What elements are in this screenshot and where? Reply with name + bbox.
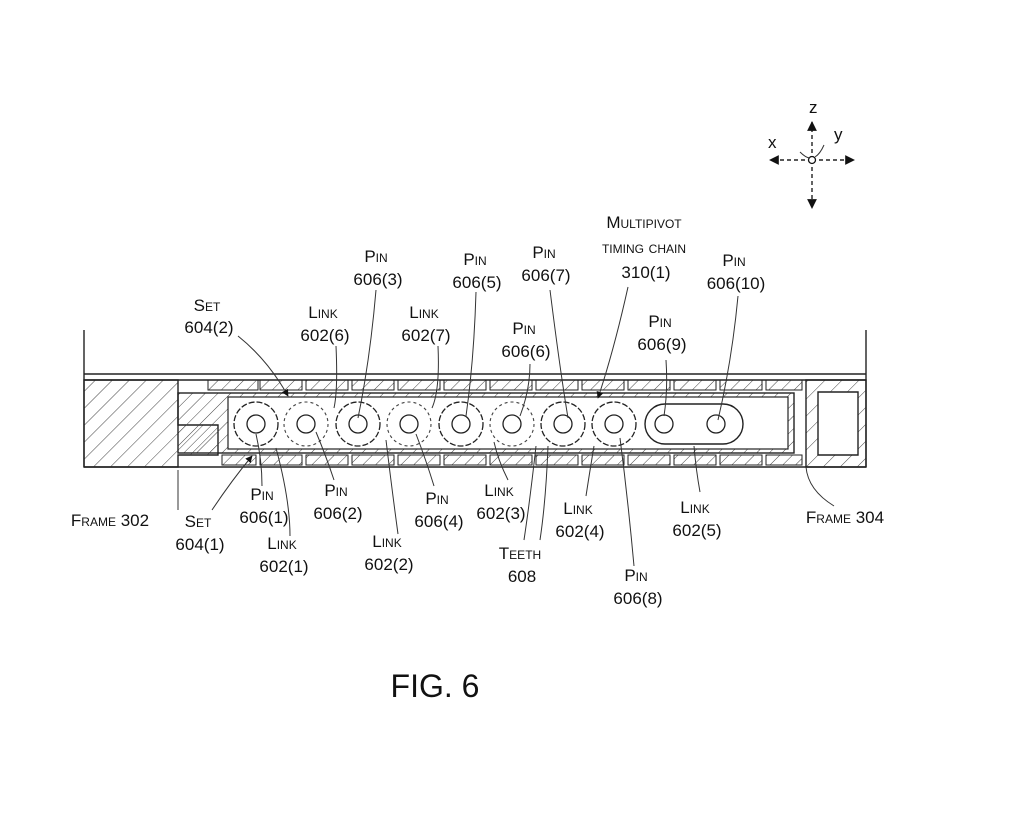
frame-304-body (805, 379, 867, 468)
gear-8 (591, 401, 637, 447)
gear-3 (335, 401, 381, 447)
axis-x-label: x (768, 133, 777, 152)
gear-6 (489, 401, 535, 447)
label-pin-606-8: Pin 606(8) (613, 566, 662, 608)
top-plates (207, 379, 803, 391)
gear-1 (233, 401, 279, 447)
label-frame-302: Frame 302 (71, 511, 149, 530)
label-set-604-2: Set 604(2) (184, 296, 233, 337)
label-pin-606-10: Pin 606(10) (707, 251, 766, 293)
leader-lines (177, 286, 835, 567)
callout-labels: Set 604(2) Pin 606(3) Link 602(6) Link 6… (71, 213, 884, 608)
label-chain-310-1: Multipivot timing chain 310(1) (602, 213, 690, 282)
label-link-602-1: Link 602(1) (259, 534, 308, 576)
gear-2 (283, 401, 329, 447)
label-teeth-608: Teeth 608 (499, 544, 545, 586)
label-frame-304: Frame 304 (806, 508, 884, 527)
label-pin-606-2: Pin 606(2) (313, 481, 362, 523)
label-pin-606-9: Pin 606(9) (637, 312, 686, 354)
bottom-plates (221, 454, 803, 466)
label-link-602-3: Link 602(3) (476, 481, 525, 523)
label-link-602-7: Link 602(7) (401, 303, 450, 345)
axis-indicator: z x y (768, 98, 855, 209)
end-link (644, 403, 744, 445)
label-link-602-6: Link 602(6) (300, 303, 349, 345)
label-pin-606-5: Pin 606(5) (452, 250, 501, 292)
label-pin-606-7: Pin 606(7) (521, 243, 570, 285)
label-pin-606-6: Pin 606(6) (501, 319, 550, 361)
gear-7 (540, 401, 586, 447)
label-pin-606-1: Pin 606(1) (239, 485, 288, 527)
label-link-602-4: Link 602(4) (555, 499, 604, 541)
label-link-602-5: Link 602(5) (672, 498, 721, 540)
figure-caption: FIG. 6 (391, 668, 480, 704)
timing-chain (233, 401, 744, 447)
label-pin-606-3: Pin 606(3) (353, 247, 402, 289)
label-link-602-2: Link 602(2) (364, 532, 413, 574)
hinge-assembly (83, 330, 867, 468)
gear-5 (438, 401, 484, 447)
label-set-604-1: Set 604(1) (175, 512, 224, 554)
label-pin-606-4: Pin 606(4) (414, 489, 463, 531)
axis-z-label: z (809, 98, 818, 117)
axis-y-label: y (834, 125, 843, 144)
gear-4 (386, 401, 432, 447)
